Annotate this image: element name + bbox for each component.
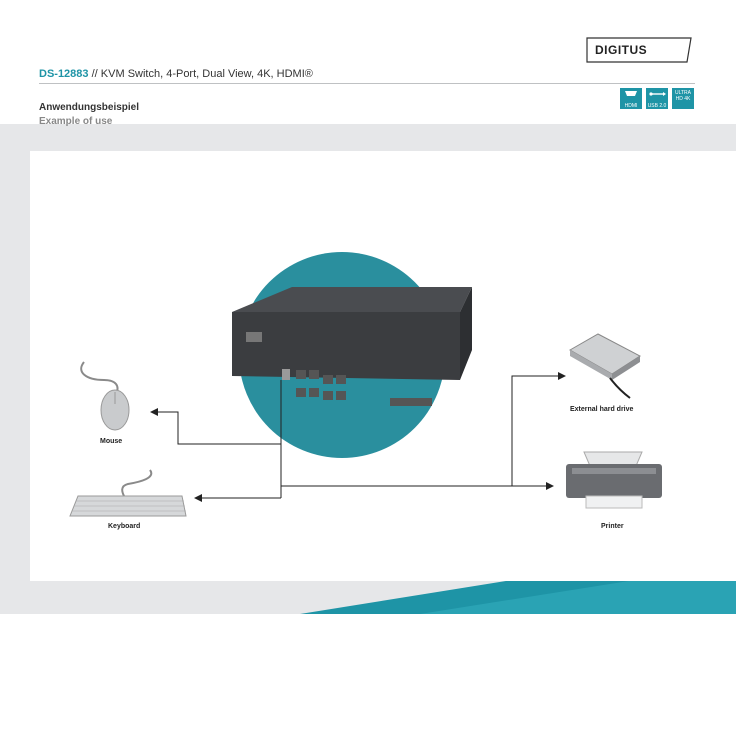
product-header: DS-12883 // KVM Switch, 4-Port, Dual Vie… — [39, 68, 313, 80]
mouse-device — [80, 361, 130, 431]
keyboard-device — [69, 469, 187, 517]
logo-frame — [586, 37, 692, 63]
product-description: KVM Switch, 4-Port, Dual View, 4K, HDMI® — [100, 68, 313, 80]
logo-text: DIGITUS — [595, 43, 648, 57]
connection-lines — [156, 375, 560, 499]
arrow-heads — [150, 372, 566, 502]
hdmi-badge-label: HDMI — [624, 103, 638, 109]
printer-device — [566, 451, 662, 509]
ultra-hd-icon: ULTRA HD 4K — [672, 88, 694, 109]
hdmi-port-icon: HDMI — [620, 88, 642, 109]
section-title-english: Example of use — [39, 116, 113, 127]
mouse-label: Mouse — [100, 438, 123, 445]
hard-drive-label: External hard drive — [570, 406, 634, 413]
kvm-switch-device — [232, 287, 472, 406]
usb-badge-label: USB 2.0 — [647, 103, 667, 109]
hard-drive-device — [568, 333, 641, 399]
keyboard-label: Keyboard — [108, 523, 141, 530]
ultra-hd-badge-label: ULTRA HD 4K — [674, 90, 692, 102]
digitus-logo: DIGITUS — [585, 37, 693, 63]
section-title-german: Anwendungsbeispiel — [39, 102, 140, 113]
usb-shape — [649, 92, 666, 96]
printer-label: Printer — [601, 523, 624, 530]
header-divider — [39, 83, 695, 84]
hdmi-port-shape — [625, 91, 637, 96]
usb-icon: USB 2.0 — [646, 88, 668, 109]
model-number: DS-12883 — [39, 68, 89, 80]
header-separator: // — [91, 68, 98, 80]
